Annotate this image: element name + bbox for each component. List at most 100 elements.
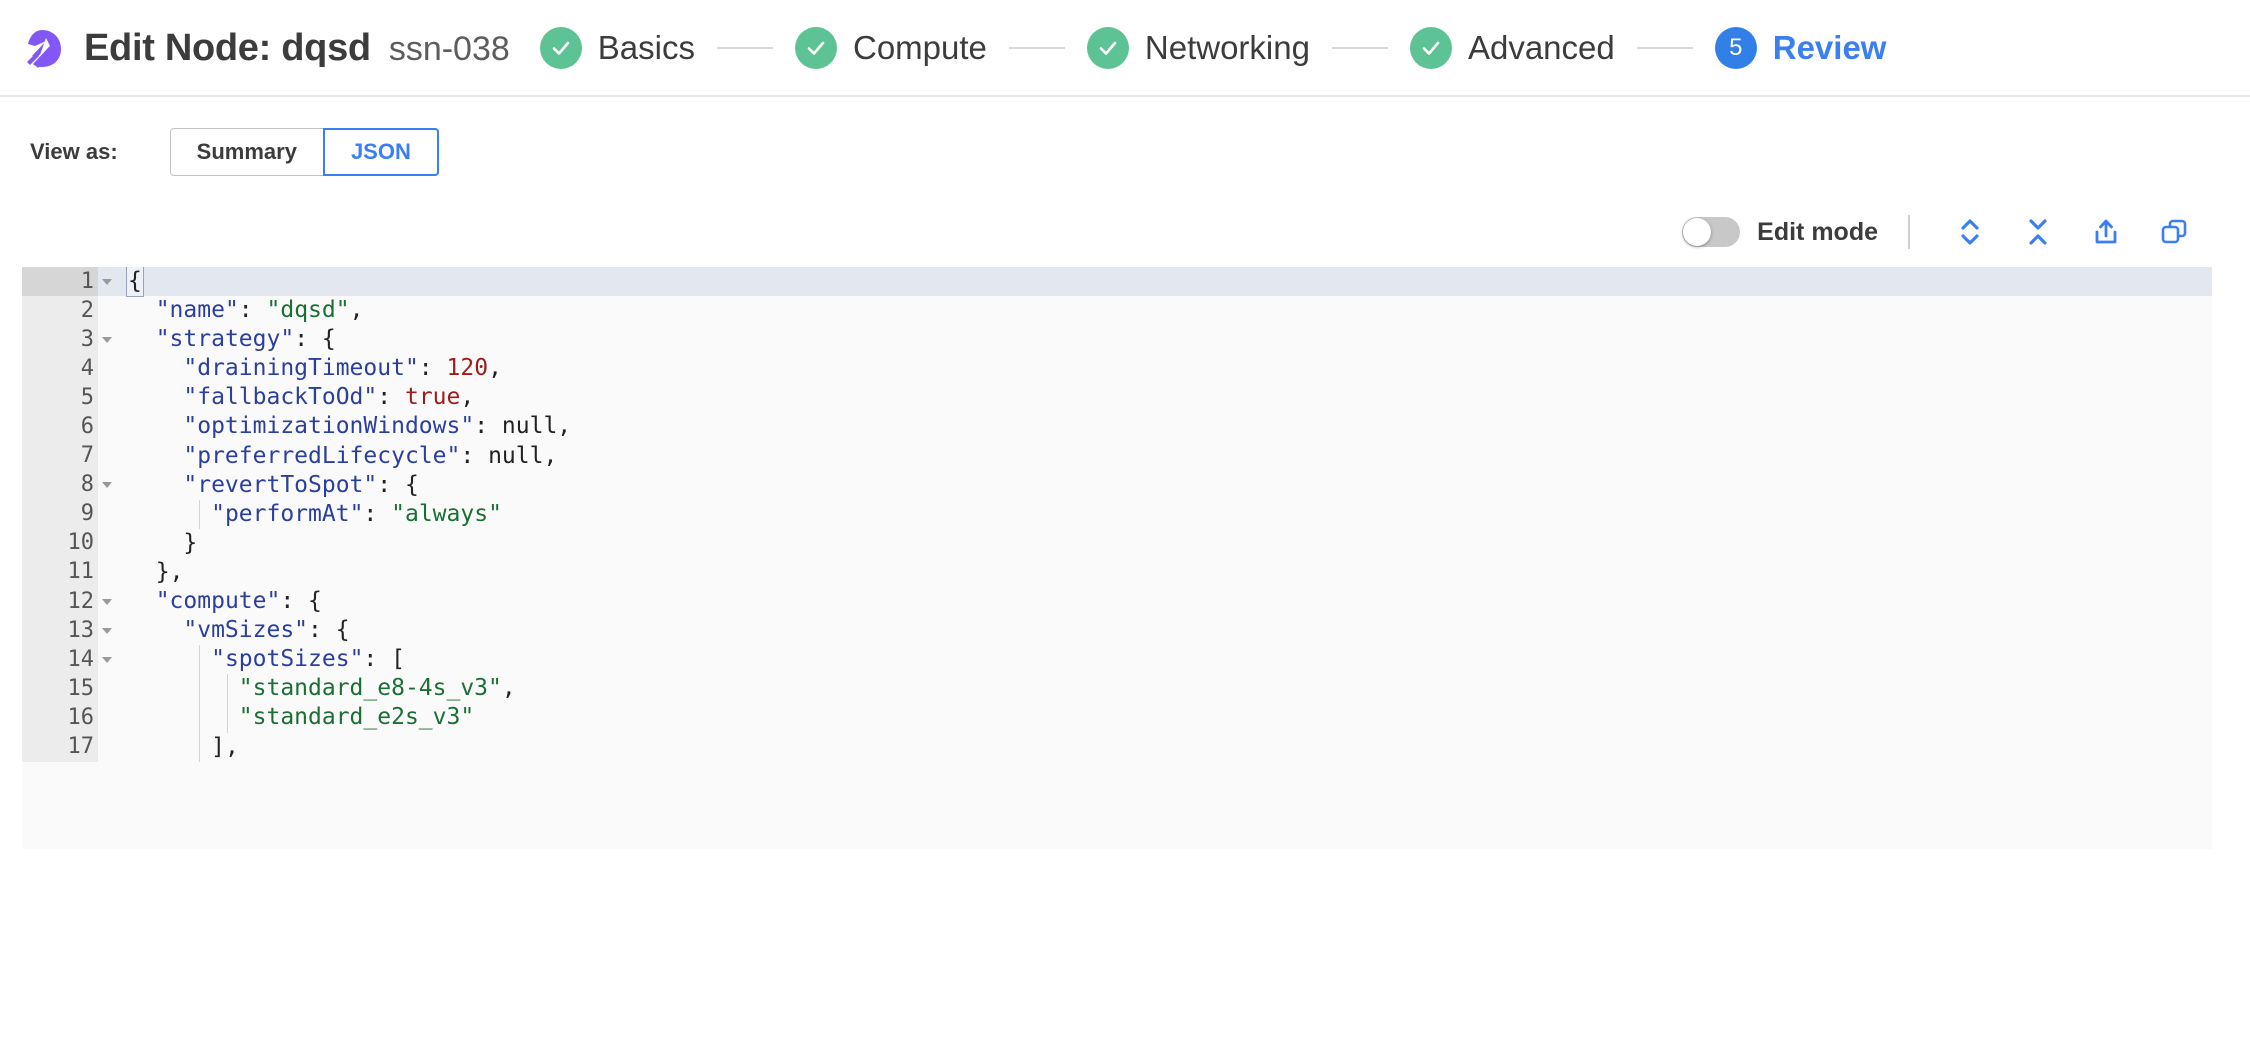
- code-text: ],: [116, 732, 2212, 762]
- code-text: "strategy": {: [155, 326, 336, 353]
- edit-mode-toggle[interactable]: [1682, 217, 1741, 247]
- step-advanced[interactable]: Advanced: [1409, 26, 1615, 69]
- line-number: 12: [67, 588, 95, 614]
- export-icon[interactable]: [2086, 212, 2126, 252]
- code-text: {: [116, 267, 2212, 298]
- code-line[interactable]: 1{: [22, 267, 2212, 298]
- line-number: 4: [80, 355, 94, 381]
- expand-all-icon[interactable]: [1950, 212, 1990, 252]
- code-line[interactable]: 9 "performAt": "always": [22, 499, 2212, 529]
- line-gutter: 11: [22, 557, 98, 588]
- check-icon: [1086, 26, 1129, 69]
- step-compute[interactable]: Compute: [794, 26, 987, 69]
- line-gutter: 8: [22, 470, 98, 500]
- code-line[interactable]: 13 "vmSizes": {: [22, 616, 2212, 646]
- line-number: 10: [67, 530, 95, 556]
- fold-arrow-icon[interactable]: [98, 656, 116, 663]
- line-gutter: 4: [22, 354, 98, 384]
- code-line[interactable]: 4 "drainingTimeout": 120,: [22, 354, 2212, 384]
- view-as-row: View as: Summary JSON: [0, 97, 2250, 176]
- indent-guide: [199, 732, 201, 762]
- line-number: 13: [67, 617, 95, 643]
- code-line[interactable]: 14 "spotSizes": [: [22, 645, 2212, 675]
- step-label-basics: Basics: [597, 28, 695, 66]
- code-text: "spotSizes": [: [116, 645, 2212, 675]
- line-number: 11: [67, 559, 95, 585]
- line-gutter: 5: [22, 383, 98, 413]
- line-number: 16: [67, 704, 95, 730]
- code-line[interactable]: 2 "name": "dqsd",: [22, 296, 2212, 326]
- view-as-segmented-control[interactable]: Summary JSON: [169, 128, 439, 176]
- view-as-label: View as:: [30, 139, 118, 164]
- step-review[interactable]: 5 Review: [1714, 26, 1887, 69]
- collapse-all-icon[interactable]: [2018, 212, 2058, 252]
- code-text: "standard_e2s_v3": [116, 703, 2212, 733]
- code-line[interactable]: 7 "preferredLifecycle": null,: [22, 441, 2212, 471]
- view-as-summary-button[interactable]: Summary: [169, 128, 324, 176]
- line-number: 6: [80, 414, 94, 440]
- step-connector: [1636, 46, 1693, 49]
- line-gutter: 14: [22, 645, 98, 675]
- toggle-knob: [1683, 218, 1712, 246]
- check-icon: [1409, 26, 1452, 69]
- line-gutter: 15: [22, 674, 98, 704]
- code-text: "preferredLifecycle": null,: [183, 442, 558, 469]
- code-line[interactable]: 5 "fallbackToOd": true,: [22, 383, 2212, 413]
- code-line[interactable]: 15 "standard_e8-4s_v3",: [22, 674, 2212, 704]
- line-gutter: 9: [22, 499, 98, 529]
- line-number: 7: [80, 443, 94, 469]
- line-number: 5: [80, 384, 94, 410]
- code-line[interactable]: 16 "standard_e2s_v3": [22, 703, 2212, 733]
- line-gutter: 6: [22, 412, 98, 442]
- page-subtitle: ssn-038: [388, 29, 510, 67]
- code-text: "revertToSpot": {: [183, 471, 419, 498]
- step-label-compute: Compute: [852, 28, 987, 66]
- step-label-review: Review: [1772, 28, 1887, 66]
- code-text: "optimizationWindows": null,: [183, 413, 572, 440]
- code-text: "vmSizes": {: [183, 617, 350, 644]
- step-networking[interactable]: Networking: [1086, 26, 1310, 69]
- wizard-stepper: Basics Compute Networking Advanced 5: [539, 26, 2250, 69]
- line-gutter: 12: [22, 587, 98, 617]
- code-line[interactable]: 12 "compute": {: [22, 587, 2212, 617]
- code-line[interactable]: 6 "optimizationWindows": null,: [22, 412, 2212, 442]
- copy-icon[interactable]: [2154, 212, 2194, 252]
- fold-arrow-icon[interactable]: [98, 336, 116, 343]
- code-text: "compute": {: [155, 588, 322, 615]
- json-code-editor[interactable]: 1{2 "name": "dqsd",3 "strategy": {4 "dra…: [22, 267, 2212, 849]
- step-number-badge: 5: [1714, 26, 1757, 69]
- step-label-advanced: Advanced: [1467, 28, 1615, 66]
- indent-guide: [226, 674, 228, 704]
- code-text: },: [155, 558, 184, 585]
- code-text: "standard_e8-4s_v3",: [116, 674, 2212, 704]
- line-number: 17: [67, 734, 95, 760]
- code-line[interactable]: 10 }: [22, 528, 2212, 558]
- line-number: 1: [80, 268, 94, 294]
- step-basics[interactable]: Basics: [539, 26, 695, 69]
- check-icon: [539, 26, 582, 69]
- indent-guide: [199, 645, 201, 675]
- check-icon: [794, 26, 837, 69]
- spot-logo: [22, 26, 64, 70]
- page-title-group: Edit Node: dqsd ssn-038: [84, 29, 510, 67]
- code-line[interactable]: 3 "strategy": {: [22, 325, 2212, 355]
- fold-arrow-icon[interactable]: [98, 627, 116, 634]
- line-number: 14: [67, 646, 95, 672]
- line-gutter: 16: [22, 703, 98, 733]
- line-number: 9: [80, 501, 94, 527]
- step-connector: [1331, 46, 1388, 49]
- fold-arrow-icon[interactable]: [98, 598, 116, 605]
- code-line[interactable]: 11 },: [22, 557, 2212, 588]
- line-number: 15: [67, 675, 95, 701]
- fold-arrow-icon[interactable]: [98, 278, 116, 285]
- line-number: 2: [80, 297, 94, 323]
- view-as-json-button[interactable]: JSON: [322, 128, 439, 176]
- toolbar-divider: [1908, 215, 1910, 249]
- code-text: }: [183, 529, 198, 556]
- code-text: "name": "dqsd",: [155, 297, 364, 324]
- code-line[interactable]: 17 ],: [22, 732, 2212, 762]
- app-header: Edit Node: dqsd ssn-038 Basics Compute N…: [0, 0, 2250, 97]
- code-line[interactable]: 8 "revertToSpot": {: [22, 470, 2212, 500]
- fold-arrow-icon[interactable]: [98, 482, 116, 489]
- edit-mode-label: Edit mode: [1757, 217, 1878, 246]
